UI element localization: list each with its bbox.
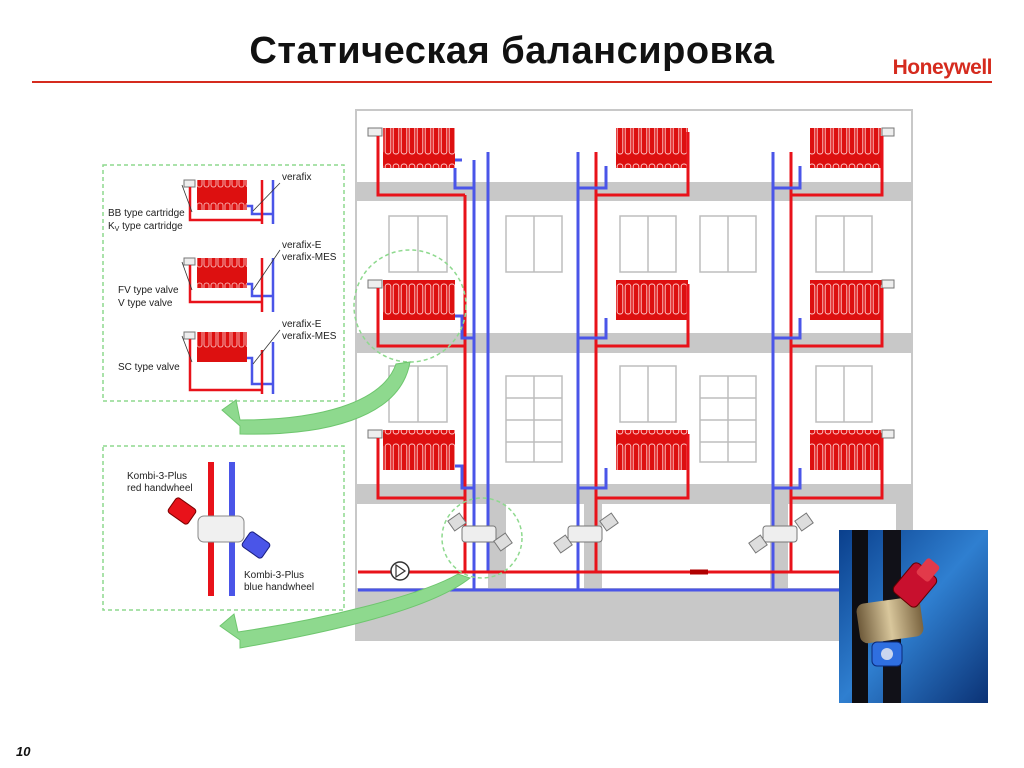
floor-slab xyxy=(356,484,912,504)
page-number: 10 xyxy=(16,744,31,759)
label-verafix-mes: verafix-MES xyxy=(282,252,337,263)
radiator xyxy=(773,279,895,348)
balancing-valves xyxy=(447,512,814,554)
label-verafix-mes: verafix-MES xyxy=(282,331,337,342)
product-photo xyxy=(839,530,988,703)
balancing-valve xyxy=(748,512,814,554)
label-kv-cartridge: KV type cartridge xyxy=(108,221,183,233)
radiator xyxy=(578,128,690,197)
radiator xyxy=(578,280,690,348)
label-verafix-e: verafix-E xyxy=(282,319,322,330)
floor-slab xyxy=(356,333,912,353)
label-kombi-red: Kombi-3-Plus xyxy=(127,471,187,482)
radiators xyxy=(367,127,895,500)
basement-slab xyxy=(356,588,912,640)
label-blue-handwheel: blue handwheel xyxy=(244,582,314,593)
kombi-inset: Kombi-3-Plus red handwheel Kombi-3-Plus … xyxy=(102,445,345,611)
label-sc-valve: SC type valve xyxy=(118,362,180,373)
label-v-valve: V type valve xyxy=(118,298,173,309)
circulation-pump xyxy=(390,561,410,581)
label-verafix-e: verafix-E xyxy=(282,240,322,251)
page-title: Статическая балансировка xyxy=(249,30,775,72)
label-kombi-blue: Kombi-3-Plus xyxy=(244,570,304,581)
windows xyxy=(388,215,873,463)
label-red-handwheel: red handwheel xyxy=(127,483,193,494)
label-fv-valve: FV type valve xyxy=(118,285,179,296)
radiator xyxy=(773,429,895,500)
balancing-valve xyxy=(447,512,513,552)
radiator xyxy=(367,279,474,348)
radiator xyxy=(773,127,895,197)
valve-types-inset: verafix BB type cartridge KV type cartri… xyxy=(102,164,345,402)
callout-arrows xyxy=(219,361,472,649)
title-rule xyxy=(32,81,992,83)
callout-arrow xyxy=(221,361,411,435)
floor-slab xyxy=(356,182,912,201)
radiator xyxy=(367,127,474,197)
highlight-circle xyxy=(441,497,523,579)
risers xyxy=(463,152,793,590)
honeywell-logo: Honeywell xyxy=(892,56,993,79)
basement-column xyxy=(584,504,602,588)
label-bb-cartridge: BB type cartridge xyxy=(108,208,185,219)
balancing-valve xyxy=(553,512,619,554)
radiator xyxy=(367,429,474,500)
radiator xyxy=(578,430,690,500)
kombi-valve xyxy=(167,497,271,559)
label-verafix: verafix xyxy=(282,172,311,183)
callout-arrow xyxy=(219,573,472,649)
